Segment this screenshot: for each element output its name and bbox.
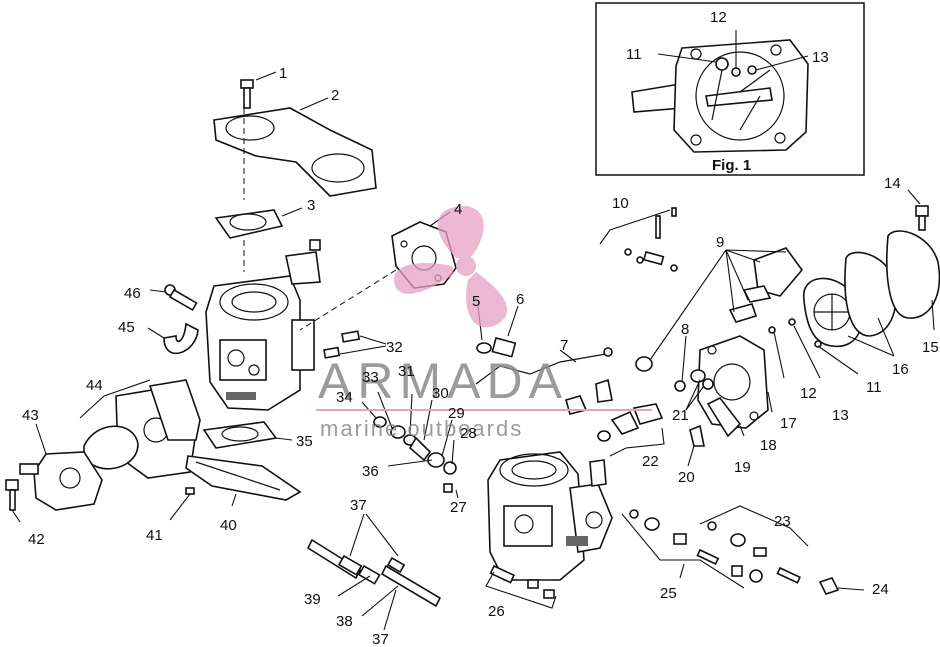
inset-frame bbox=[595, 2, 865, 176]
screws-26 bbox=[485, 564, 557, 609]
small-parts-cluster bbox=[361, 391, 459, 499]
callout-37-bottom: 37 bbox=[372, 631, 389, 647]
callout-28: 28 bbox=[460, 425, 477, 442]
fitting-46-hose-45 bbox=[147, 284, 199, 355]
callout-32: 32 bbox=[386, 339, 403, 356]
callout-13: 13 bbox=[832, 407, 849, 424]
inset-caption: Fig. 1 bbox=[712, 157, 751, 174]
callout-24: 24 bbox=[872, 581, 889, 598]
parts-23-24-25 bbox=[621, 505, 865, 595]
callout-25: 25 bbox=[660, 585, 677, 602]
callout-21: 21 bbox=[672, 407, 689, 424]
callout-30: 30 bbox=[432, 385, 449, 402]
callout-29: 29 bbox=[448, 405, 465, 422]
callout-34: 34 bbox=[336, 389, 353, 406]
callout-3: 3 bbox=[307, 197, 315, 214]
inset-callout-13: 13 bbox=[812, 49, 829, 66]
inset-figure-1 bbox=[595, 2, 865, 176]
callout-39: 39 bbox=[304, 591, 321, 608]
callout-7: 7 bbox=[560, 337, 568, 354]
callout-8: 8 bbox=[681, 321, 689, 338]
inset-linkage bbox=[705, 87, 773, 107]
gasket-3 bbox=[214, 207, 303, 239]
screw-41 bbox=[169, 487, 195, 521]
callout-11: 11 bbox=[866, 379, 882, 396]
watermark-brand: ARMADA bbox=[318, 353, 568, 409]
watermark-logo bbox=[393, 206, 508, 328]
inset-callout-11: 11 bbox=[626, 46, 642, 63]
callout-44: 44 bbox=[86, 377, 103, 394]
callout-40: 40 bbox=[220, 517, 237, 534]
callout-26: 26 bbox=[488, 603, 505, 620]
callout-17: 17 bbox=[780, 415, 797, 432]
callout-20: 20 bbox=[678, 469, 695, 486]
inset-screw-12 bbox=[731, 67, 741, 77]
callout-1: 1 bbox=[279, 65, 287, 82]
fuel-pump-44 bbox=[79, 379, 201, 479]
callout-43: 43 bbox=[22, 407, 39, 424]
gasket-35 bbox=[202, 421, 293, 449]
callout-5: 5 bbox=[472, 293, 480, 310]
callout-4: 4 bbox=[454, 201, 462, 218]
callout-45: 45 bbox=[118, 319, 135, 336]
callout-33: 33 bbox=[362, 369, 379, 386]
intake-plate-2 bbox=[213, 97, 377, 197]
screws-32 bbox=[323, 330, 387, 359]
callout-12: 12 bbox=[800, 385, 817, 402]
callout-15: 15 bbox=[922, 339, 939, 356]
callout-46: 46 bbox=[124, 285, 141, 302]
carburetor-center bbox=[487, 451, 613, 581]
callout-19: 19 bbox=[734, 459, 751, 476]
callout-9: 9 bbox=[716, 234, 724, 251]
carburetor-left bbox=[205, 239, 321, 411]
parts-8-9-10 bbox=[599, 207, 804, 392]
callout-16: 16 bbox=[892, 361, 909, 378]
inset-screw-13 bbox=[747, 65, 757, 75]
link-7 bbox=[475, 347, 613, 385]
callout-14: 14 bbox=[884, 175, 901, 192]
callout-labels: 1 2 3 4 5 6 7 8 9 10 11 12 13 14 15 16 1… bbox=[22, 65, 939, 647]
callout-10: 10 bbox=[612, 195, 629, 212]
callout-22: 22 bbox=[642, 453, 659, 470]
callout-6: 6 bbox=[516, 291, 524, 308]
callout-35: 35 bbox=[296, 433, 313, 450]
callout-42: 42 bbox=[28, 531, 45, 548]
callout-36: 36 bbox=[362, 463, 379, 480]
callout-31: 31 bbox=[398, 363, 415, 380]
callout-37-top: 37 bbox=[350, 497, 367, 514]
callout-18: 18 bbox=[760, 437, 777, 454]
bracket-40 bbox=[185, 455, 302, 507]
callout-41: 41 bbox=[146, 527, 163, 544]
fuel-pump-body-43 bbox=[19, 423, 103, 511]
inset-screw-11 bbox=[715, 57, 729, 71]
callout-2: 2 bbox=[331, 87, 339, 104]
cables-37-38-39 bbox=[306, 513, 442, 631]
callout-27: 27 bbox=[450, 499, 467, 516]
callout-23: 23 bbox=[774, 513, 791, 530]
watermark-tagline: marine outboards bbox=[320, 416, 523, 441]
callout-38: 38 bbox=[336, 613, 353, 630]
diaphragm-stack bbox=[768, 189, 940, 379]
screw-1 bbox=[240, 71, 277, 109]
inset-labels: 11 12 13 Fig. 1 bbox=[626, 9, 829, 174]
inset-callout-12: 12 bbox=[710, 9, 727, 26]
screw-42 bbox=[5, 479, 21, 523]
